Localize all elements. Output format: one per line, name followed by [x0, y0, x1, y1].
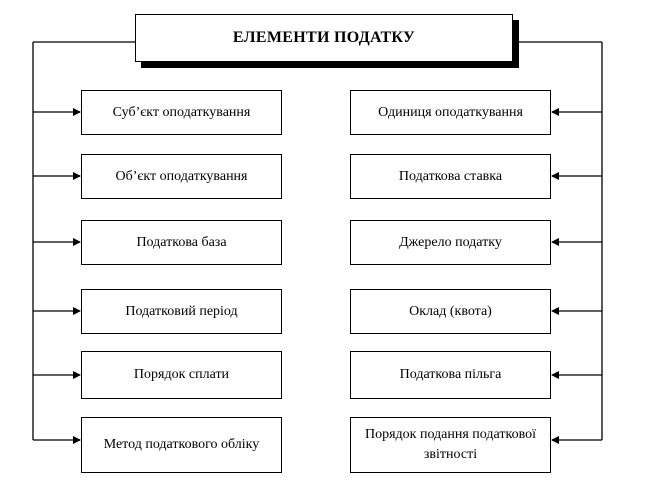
diagram-title: ЕЛЕМЕНТИ ПОДАТКУ	[135, 14, 513, 62]
right-item-box: Оклад (квота)	[350, 289, 551, 334]
left-item-box: Об’єкт оподаткування	[81, 154, 282, 199]
right-item-box: Порядок подання податкової звітності	[350, 417, 551, 473]
right-item-box: Податкова ставка	[350, 154, 551, 199]
right-item-box: Одиниця оподаткування	[350, 90, 551, 135]
left-item-box: Податковий період	[81, 289, 282, 334]
left-item-box: Суб’єкт оподаткування	[81, 90, 282, 135]
left-item-box: Метод податкового обліку	[81, 417, 282, 473]
left-item-box: Податкова база	[81, 220, 282, 265]
right-item-box: Джерело податку	[350, 220, 551, 265]
left-item-box: Порядок сплати	[81, 351, 282, 399]
right-item-box: Податкова пільга	[350, 351, 551, 399]
